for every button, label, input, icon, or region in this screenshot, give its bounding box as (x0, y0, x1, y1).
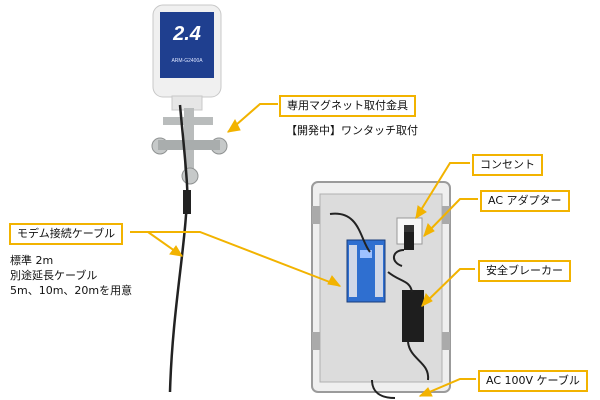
callout-breaker: 安全ブレーカー (478, 260, 571, 282)
enclosure-box (311, 181, 451, 393)
device-model-label: 2.4 (172, 23, 201, 45)
callout-arrows (130, 103, 478, 397)
device-sub-label: ARM-G2400A (171, 58, 203, 64)
cable-extension-note: 別途延長ケーブル (10, 269, 98, 282)
callout-magnet-note: 【開発中】ワンタッチ取付 (286, 124, 418, 137)
callout-outlet: コンセント (472, 154, 543, 176)
modem-cable-line (168, 104, 189, 393)
ac-cable-line (371, 379, 396, 399)
callout-ac-cable: AC 100V ケーブル (478, 370, 588, 392)
callout-ac-adapter: AC アダプター (480, 190, 570, 212)
cable-standard-note: 標準 2m (10, 254, 54, 267)
cable-lengths-note: 5m、10m、20mを用意 (10, 284, 133, 297)
magnet-mount (151, 108, 228, 185)
wireless-unit: 2.4 ARM-G2400A (152, 4, 222, 111)
callout-magnet-mount: 専用マグネット取付金具 (279, 95, 416, 117)
callout-modem-cable: モデム接続ケーブル (9, 223, 124, 245)
